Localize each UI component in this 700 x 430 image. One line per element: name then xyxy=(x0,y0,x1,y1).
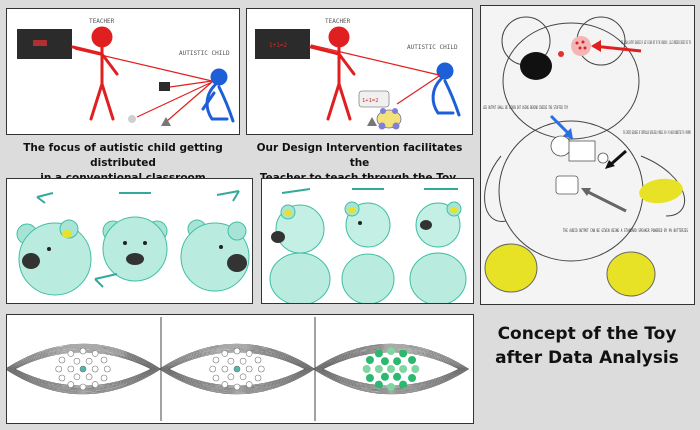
led-dot xyxy=(227,373,235,381)
classroom-illustration: TEACHER AUTISTIC CHILD xyxy=(6,8,240,135)
led-dot xyxy=(55,365,63,373)
led-dot xyxy=(387,383,395,391)
intervention-illustration: 1+1=2 TEACHER AUTISTIC CHILD 1+1=2 xyxy=(246,8,473,135)
blackboard xyxy=(255,29,310,59)
led-dot xyxy=(374,365,383,373)
bear-outline xyxy=(484,16,686,262)
led-dot xyxy=(58,356,66,364)
led-dot xyxy=(67,381,75,388)
teacher-label: TEACHER xyxy=(325,18,351,25)
child-label: AUTISTIC CHILD xyxy=(407,44,458,51)
child-figure xyxy=(431,62,461,117)
led-dot xyxy=(85,373,93,381)
bear-head-front xyxy=(94,192,168,288)
eye-sketch-2 xyxy=(159,343,316,395)
led-dot xyxy=(399,349,408,358)
bear-foot-right xyxy=(606,251,656,297)
led-dot xyxy=(245,350,253,357)
led-dot xyxy=(104,365,111,373)
eye-sketch-3 xyxy=(313,343,470,395)
led-eye xyxy=(571,36,591,56)
led-dot xyxy=(212,356,220,364)
led-dot xyxy=(254,374,262,382)
led-dot xyxy=(91,381,99,388)
led-dot xyxy=(399,380,408,389)
toy-concept-sketch: THE VISUAL OUTPUT SEQUENCE OF LED'S GIVE… xyxy=(480,5,695,305)
led-dot xyxy=(67,365,75,373)
led-dot xyxy=(73,357,81,365)
led-dot xyxy=(245,381,253,388)
led-dot xyxy=(221,365,229,373)
led-dot xyxy=(365,356,374,364)
eye-sketch-1 xyxy=(7,343,162,395)
led-dot xyxy=(67,350,75,357)
led-dot xyxy=(362,365,371,373)
led-dot xyxy=(374,380,383,389)
svg-text:1+1=2: 1+1=2 xyxy=(269,42,287,49)
bear-head-side-right xyxy=(180,190,250,292)
led-dot xyxy=(100,356,108,364)
led-dot xyxy=(365,374,374,382)
led-dot xyxy=(393,372,402,381)
led-dot xyxy=(408,374,417,382)
led-dot xyxy=(221,381,229,388)
led-dot xyxy=(258,365,265,373)
led-dot xyxy=(227,357,235,365)
led-dot xyxy=(380,357,389,366)
led-dot xyxy=(408,356,417,364)
led-dot xyxy=(79,365,87,373)
led-dot xyxy=(411,365,420,373)
led-dot xyxy=(100,374,108,382)
led-dot xyxy=(374,349,383,358)
led-dot xyxy=(239,357,247,365)
svg-text:1+1=2: 1+1=2 xyxy=(362,98,379,104)
bear-nose xyxy=(520,52,552,80)
teacher-label: TEACHER xyxy=(89,18,115,25)
led-dot xyxy=(79,347,87,355)
teacher-figure xyxy=(71,26,119,121)
led-dot xyxy=(254,356,262,364)
bear-body-front xyxy=(341,188,395,303)
teacher-figure xyxy=(309,26,356,121)
toy-figure: 1+1=2 xyxy=(358,90,402,130)
svg-text:THE VISUAL OUTPUT SEQUENCE OF: THE VISUAL OUTPUT SEQUENCE OF LED'S GIVE… xyxy=(621,40,691,46)
circuit-sketch xyxy=(550,135,609,195)
bear-body-side xyxy=(269,188,331,303)
led-dot xyxy=(85,357,93,365)
led-dot xyxy=(221,350,229,357)
led-dot xyxy=(245,365,253,373)
led-dot xyxy=(399,365,408,373)
child-label: AUTISTIC CHILD xyxy=(179,50,230,57)
svg-text:THE ENTIRE SEQUENCE OF CONTROL: THE ENTIRE SEQUENCE OF CONTROLLED WIRELE… xyxy=(623,130,691,136)
concept-title: Concept of the Toy after Data Analysis xyxy=(495,324,679,368)
bear-body-sketches xyxy=(261,178,474,304)
bear-head-side-left xyxy=(16,192,92,296)
led-dot xyxy=(393,357,402,366)
svg-text:THE AUDIO OUTPUT CAN BE GIVEN: THE AUDIO OUTPUT CAN BE GIVEN USING A ST… xyxy=(563,228,688,234)
led-dot xyxy=(79,383,87,391)
led-dot xyxy=(212,374,220,382)
led-dot xyxy=(387,347,395,355)
bear-head-sketches xyxy=(6,178,253,304)
bear-body-back xyxy=(409,188,467,303)
led-dot xyxy=(387,365,395,373)
led-dot xyxy=(58,374,66,382)
svg-text:LED OUTPUT SHALL BE GIVEN OUT: LED OUTPUT SHALL BE GIVEN OUT USING BEHI… xyxy=(483,105,568,111)
led-dot xyxy=(233,347,241,355)
bear-foot-left xyxy=(484,243,538,293)
bear-paw-right xyxy=(639,178,683,204)
led-dot xyxy=(91,350,99,357)
led-dot xyxy=(91,365,99,373)
eye-led-sketches xyxy=(6,314,474,424)
led-dot xyxy=(233,383,241,391)
led-dot xyxy=(233,365,241,373)
led-dot xyxy=(73,373,81,381)
led-dot xyxy=(380,372,389,381)
led-dot xyxy=(239,373,247,381)
child-figure xyxy=(201,68,235,123)
led-dot xyxy=(209,365,216,373)
